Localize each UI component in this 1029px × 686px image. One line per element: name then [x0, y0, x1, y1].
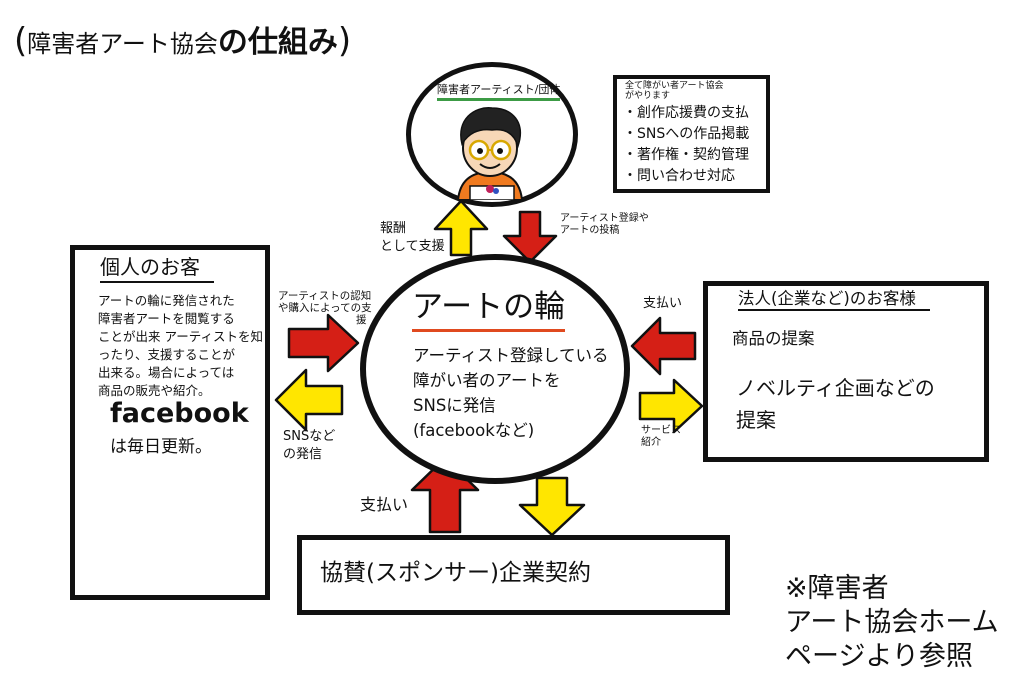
- corporate-novelty-line: 提案: [736, 408, 776, 432]
- title-close-paren: ): [337, 21, 352, 61]
- duties-item: ・創作応援費の支払: [623, 105, 749, 121]
- sponsor-text: 協賛(スポンサー)企業契約: [320, 560, 591, 586]
- sns-label-line: の発信: [283, 447, 323, 462]
- corporate-payment-label: 支払い: [643, 296, 683, 311]
- corporate-product-proposal: 商品の提案: [732, 329, 815, 348]
- arrow-reward-up: [433, 199, 489, 257]
- art-ring-title: アートの輪: [412, 289, 566, 332]
- reward-label-line: 報酬: [380, 221, 407, 236]
- arrow-sponsor-down: [518, 476, 586, 537]
- arrow-support-right: [287, 313, 360, 373]
- artist-drawing-icon: [456, 107, 524, 200]
- individual-desc-line: 出来る。場合によっては: [98, 365, 235, 380]
- individual-desc-line: ったり、支援することが: [98, 347, 236, 362]
- corporate-title: 法人(企業など)のお客様: [738, 289, 930, 311]
- reward-label: 報酬 として支援: [380, 220, 445, 256]
- individual-title: 個人のお客: [100, 256, 214, 283]
- corporate-novelty-proposal: ノベルティ企画などの 提案: [736, 372, 935, 436]
- art-ring-desc-line: SNSに発信: [413, 396, 496, 415]
- service-label-line: 紹介: [641, 437, 661, 448]
- art-ring-node: [360, 254, 630, 484]
- sns-label: SNSなど の発信: [283, 428, 335, 464]
- duties-item: ・問い合わせ対応: [623, 168, 735, 184]
- art-ring-description: アーティスト登録している 障がい者のアートを SNSに発信 (facebookな…: [413, 343, 609, 443]
- sponsor-payment-label: 支払い: [360, 495, 409, 514]
- diagram-title: (障害者アート協会の仕組み): [14, 21, 352, 61]
- artist-label: 障害者アーティスト/団体: [437, 83, 561, 101]
- service-label: サービス 紹介: [641, 425, 681, 449]
- service-label-line: サービス: [641, 425, 681, 436]
- arrow-pay-left: [630, 316, 697, 376]
- reward-label-line: として支援: [380, 239, 445, 254]
- title-prefix: 障害者アート協会: [27, 30, 218, 58]
- duties-header: 全て障がい者アート協会 がやります: [625, 81, 724, 102]
- register-label-line: アーティスト登録や: [560, 213, 649, 224]
- source-note-line: アート協会ホーム: [785, 607, 999, 638]
- individual-desc-line: 障害者アートを閲覧する: [98, 311, 235, 326]
- duties-list: ・創作応援費の支払 ・SNSへの作品掲載 ・著作権・契約管理 ・問い合わせ対応: [623, 103, 749, 187]
- corporate-novelty-line: ノベルティ企画などの: [736, 376, 935, 400]
- source-note-line: ※障害者: [785, 573, 889, 604]
- title-main: の仕組み: [217, 25, 338, 60]
- arrow-service-right: [638, 378, 704, 434]
- recognition-label-line: アーティストの認知: [278, 290, 372, 302]
- individual-desc-line: ことが出来 アーティストを知: [98, 329, 263, 344]
- facebook-label: facebook: [110, 398, 249, 429]
- recognition-label-line: や購入によっての支: [278, 302, 372, 314]
- facebook-update-note: は毎日更新。: [110, 437, 212, 457]
- duties-item: ・著作権・契約管理: [623, 147, 749, 163]
- individual-desc-line: 商品の販売や紹介。: [98, 383, 211, 398]
- register-label: アーティスト登録や アートの投稿: [560, 213, 649, 237]
- individual-desc-line: アートの輪に発信された: [98, 293, 235, 308]
- recognition-label: アーティストの認知 や購入によっての支 援: [278, 290, 372, 326]
- individual-customer-box: [70, 245, 270, 600]
- recognition-label-line: 援: [356, 314, 367, 326]
- art-ring-desc-line: (facebookなど): [413, 421, 535, 440]
- art-ring-desc-line: アーティスト登録している: [413, 346, 609, 365]
- duties-header-line: がやります: [625, 90, 671, 101]
- art-ring-desc-line: 障がい者のアートを: [413, 371, 561, 390]
- title-open-paren: (: [14, 21, 28, 61]
- sns-label-line: SNSなど: [283, 429, 336, 444]
- arrow-sns-left: [274, 368, 344, 432]
- association-duties-box: 全て障がい者アート協会 がやります ・創作応援費の支払 ・SNSへの作品掲載 ・…: [613, 75, 770, 193]
- duties-header-line: 全て障がい者アート協会: [625, 81, 724, 91]
- arrow-register-down: [502, 210, 558, 264]
- register-label-line: アートの投稿: [560, 225, 620, 236]
- source-note: ※障害者 アート協会ホーム ページより参照: [785, 572, 999, 674]
- duties-item: ・SNSへの作品掲載: [623, 126, 750, 142]
- individual-description: アートの輪に発信された 障害者アートを閲覧する ことが出来 アーティストを知 っ…: [98, 292, 263, 400]
- corporate-customer-box: [703, 281, 989, 462]
- sponsor-box: [297, 535, 730, 615]
- source-note-line: ページより参照: [785, 641, 973, 672]
